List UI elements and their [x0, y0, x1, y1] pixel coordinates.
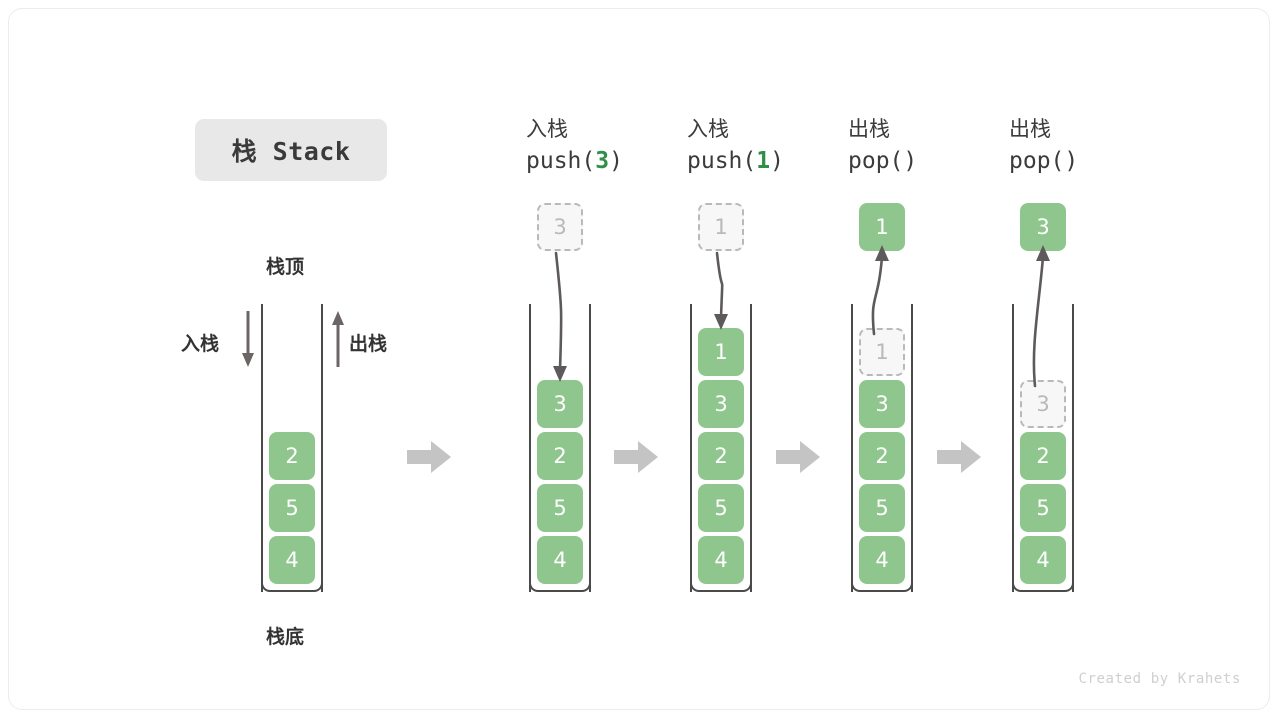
- stack-cell: 4: [859, 536, 905, 584]
- step-header-code: pop(): [1009, 148, 1079, 174]
- step-header-arg: 1: [756, 148, 771, 174]
- step-header-code: pop(): [848, 148, 918, 174]
- stack-cell: 4: [1020, 536, 1066, 584]
- frame-wall-right: [750, 304, 752, 592]
- stack-frame-push-1: [690, 304, 752, 592]
- flow-arrow-4: [937, 441, 981, 473]
- flow-arrow-2: [614, 441, 658, 473]
- step-header-cn: 出栈: [1009, 117, 1051, 141]
- op-arrow-down: [714, 251, 728, 330]
- stack-cell: 2: [537, 432, 583, 480]
- frame-wall-left: [261, 304, 263, 592]
- frame-wall-right: [911, 304, 913, 592]
- stack-cell: 1: [698, 328, 744, 376]
- step-header-push-1: 入栈 push(1): [687, 114, 867, 178]
- frame-floor: [529, 566, 591, 592]
- stack-cell: 5: [537, 484, 583, 532]
- stack-cell: 4: [537, 536, 583, 584]
- op-arrow-down: [553, 251, 567, 382]
- frame-wall-left: [529, 304, 531, 592]
- step-header-code: push(3): [526, 148, 623, 174]
- stack-cell: 3: [859, 380, 905, 428]
- stack-bottom-label: 栈底: [266, 626, 305, 648]
- stack-cell: 2: [269, 432, 315, 480]
- stack-cell: 3: [698, 380, 744, 428]
- step-header-arg: 3: [595, 148, 610, 174]
- frame-floor: [851, 566, 913, 592]
- floating-cell: 1: [859, 203, 905, 251]
- page-title: 栈 Stack: [231, 137, 351, 166]
- frame-wall-right: [589, 304, 591, 592]
- stack-frame-pop-1: [851, 304, 913, 592]
- stack-frame-pop-3: [1012, 304, 1074, 592]
- step-header-cn: 入栈: [687, 117, 729, 141]
- stack-cell: 5: [269, 484, 315, 532]
- frame-floor: [1012, 566, 1074, 592]
- frame-floor: [261, 566, 323, 592]
- step-header-pop-3: 出栈 pop(): [1009, 114, 1189, 178]
- stack-cell-ghost: 3: [1020, 380, 1066, 428]
- stack-frame-initial: [261, 304, 323, 592]
- flow-arrow-3: [776, 441, 820, 473]
- floating-cell-ghost: 3: [537, 203, 583, 251]
- frame-wall-left: [851, 304, 853, 592]
- frame-wall-left: [690, 304, 692, 592]
- push-direction-label: 入栈: [181, 333, 220, 355]
- floating-cell: 3: [1020, 203, 1066, 251]
- stack-cell: 2: [859, 432, 905, 480]
- op-arrow-up: [871, 245, 889, 336]
- frame-wall-right: [321, 304, 323, 592]
- floating-cell-ghost: 1: [698, 203, 744, 251]
- step-header-push-3: 入栈 push(3): [526, 114, 706, 178]
- title-chip: 栈 Stack: [195, 119, 387, 181]
- stack-cell: 5: [698, 484, 744, 532]
- frame-floor: [690, 566, 752, 592]
- flow-arrow-1: [407, 441, 451, 473]
- stack-cell: 5: [859, 484, 905, 532]
- step-header-pop-1: 出栈 pop(): [848, 114, 1028, 178]
- credit-text: Created by Krahets: [1078, 671, 1241, 687]
- pop-up-arrow-icon: [332, 311, 344, 367]
- stack-cell: 3: [537, 380, 583, 428]
- stack-top-label: 栈顶: [266, 256, 305, 278]
- op-arrow-up: [1032, 245, 1050, 388]
- step-header-cn: 出栈: [848, 117, 890, 141]
- step-header-code: push(1): [687, 148, 784, 174]
- stack-cell-ghost: 1: [859, 328, 905, 376]
- stack-cell: 4: [269, 536, 315, 584]
- frame-wall-right: [1072, 304, 1074, 592]
- stack-frame-push-3: [529, 304, 591, 592]
- stack-cell: 4: [698, 536, 744, 584]
- step-header-cn: 入栈: [526, 117, 568, 141]
- stack-cell: 2: [1020, 432, 1066, 480]
- pop-direction-label: 出栈: [349, 333, 388, 355]
- stack-cell: 2: [698, 432, 744, 480]
- push-down-arrow-icon: [242, 311, 254, 367]
- frame-wall-left: [1012, 304, 1014, 592]
- stack-cell: 5: [1020, 484, 1066, 532]
